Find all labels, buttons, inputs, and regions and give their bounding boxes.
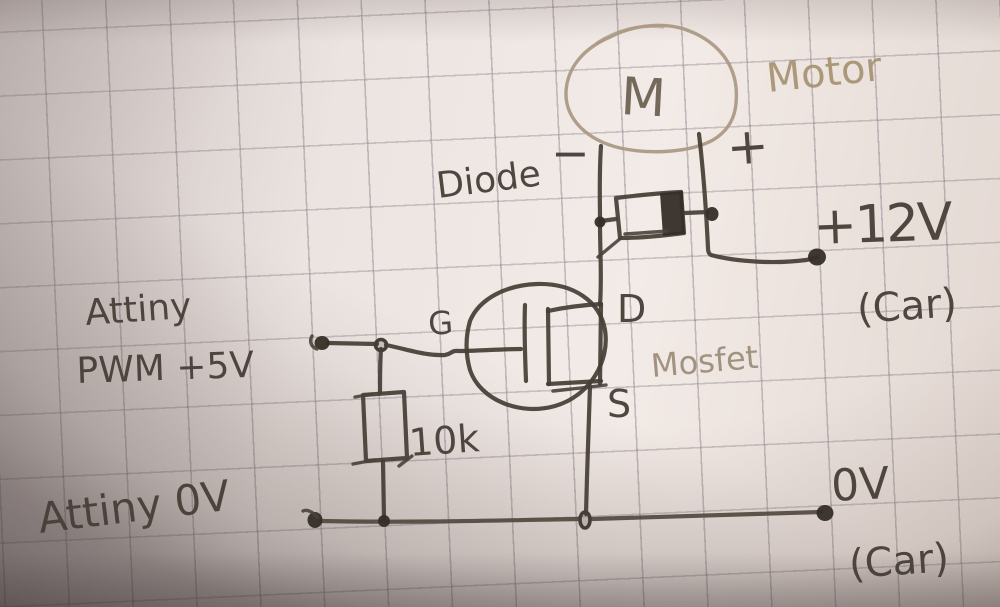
resistor-value-label: 10k <box>408 416 481 465</box>
mosfet-circle <box>464 281 608 412</box>
attiny-pwm-label-line1: Attiny <box>84 286 193 334</box>
diode-symbol <box>594 189 719 259</box>
mosfet-channel-plate <box>545 306 552 387</box>
resistor-rail-junction-dot <box>378 515 390 527</box>
mosfet-body-top-edge <box>545 301 604 314</box>
gate-pin-label: G <box>427 303 454 343</box>
motor-label: Motor <box>764 44 884 102</box>
pulldown-resistor <box>351 346 414 521</box>
wiring <box>318 131 824 524</box>
motor-plus-label: + <box>725 116 771 177</box>
diode-right-stub <box>682 209 711 216</box>
ground-rail-wire <box>318 509 824 524</box>
diode-body-double-line <box>596 229 669 259</box>
supply-12v-terminal-dot <box>808 248 826 266</box>
diode-label: Diode <box>434 153 543 206</box>
mosfet-label: Mosfet <box>649 338 759 385</box>
resistor-top-lead <box>377 346 384 395</box>
motor-minus-label: − <box>551 126 590 180</box>
motor-symbol-letter: M <box>619 67 667 129</box>
mosfet-body-right-edge <box>597 301 604 387</box>
source-to-rail-wire <box>583 383 593 517</box>
diode-left-junction-dot <box>594 216 606 228</box>
ground-rail-right-terminal-dot <box>816 505 834 521</box>
source-pin-label: S <box>607 382 631 426</box>
pwm-to-gate-wire <box>325 340 524 358</box>
gate-resistor-junction-dot <box>373 337 389 353</box>
resistor-bottom-lead <box>380 458 387 521</box>
supply-12v-source-label: (Car) <box>855 280 958 333</box>
resistor-body <box>360 389 410 464</box>
motor-symbol: M − + <box>551 23 771 180</box>
mosfet-body-bottom-edge <box>545 378 604 387</box>
ground-rail-left-terminal-dot <box>307 512 323 528</box>
mosfet-body-bottom-double <box>551 383 608 393</box>
drain-pin-label: D <box>617 287 646 331</box>
ground-rail-left-terminal-tail <box>301 508 319 519</box>
ground-0v-label: 0V <box>830 458 891 512</box>
terminals <box>301 248 834 530</box>
attiny-ground-label: Attiny 0V <box>35 471 233 543</box>
diode-cathode-band <box>660 191 685 236</box>
pwm-terminal-dot <box>314 336 330 350</box>
diode-right-junction-dot <box>705 207 719 221</box>
resistor-body-overshoots <box>351 392 414 468</box>
motor-circle-overlap <box>595 24 665 45</box>
supply-12v-label: +12V <box>812 192 954 257</box>
mosfet-symbol <box>464 281 608 412</box>
pwm-terminal-tail <box>308 334 319 351</box>
source-rail-junction-loop <box>578 510 592 530</box>
mosfet-gate-bar <box>522 302 529 384</box>
attiny-pwm-label-line2: PWM +5V <box>76 345 255 392</box>
motor-circle <box>564 23 739 154</box>
ground-0v-source-label: (Car) <box>847 535 950 588</box>
